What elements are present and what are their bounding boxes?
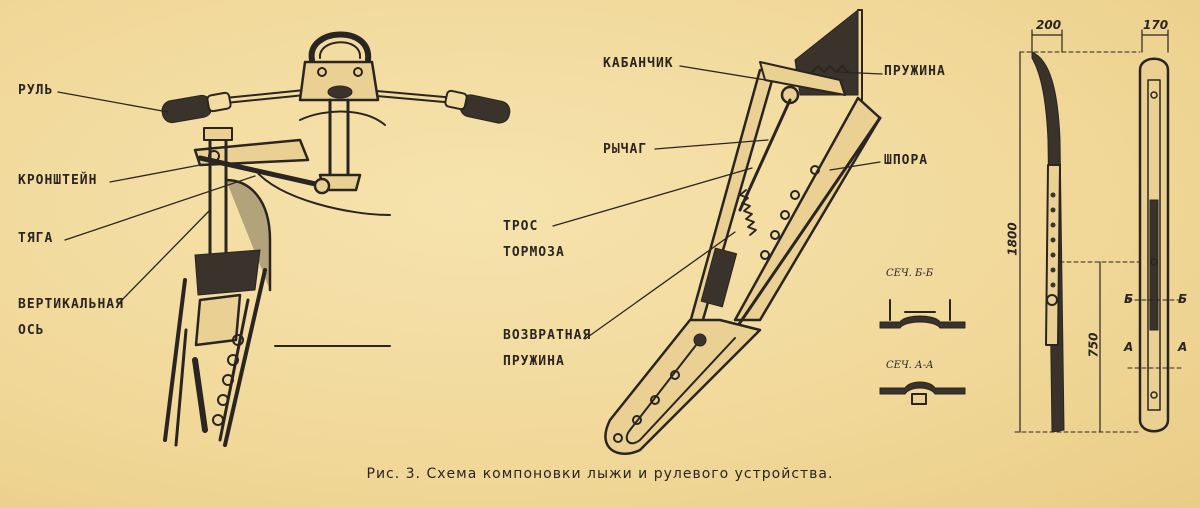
leader-lines-middle [552,65,883,340]
label-brake-cable-2: ТОРМОЗА [503,245,565,260]
label-vertical-axis-2: ОСЬ [18,323,45,338]
spring [811,65,849,73]
handlebar-clamp [298,31,380,102]
label-vertical-axis-1: ВЕРТИКАЛЬНАЯ [18,297,124,312]
label-kabanchik: КАБАНЧИК [603,56,674,71]
mark-b-right: Б [1178,292,1188,306]
ski-side-view [1031,51,1065,433]
label-rod: ТЯГА [18,231,54,246]
label-spring: ПРУЖИНА [884,64,946,79]
steering-assembly [57,31,511,447]
dimension-arrows [1019,29,1169,433]
body-outline [254,169,391,347]
label-handlebar: РУЛЬ [18,83,54,98]
return-spring [739,189,757,236]
label-spur: ШПОРА [884,153,929,168]
label-lever: РЫЧАГ [603,142,648,157]
dimension-length: 1800 [1005,222,1020,256]
label-brake-cable-1: ТРОС [503,219,539,234]
figure-caption: Рис. 3. Схема компоновки лыжи и рулевого… [366,466,834,482]
mark-a-left: А [1124,340,1134,354]
ski-top-view [1138,57,1170,433]
mark-a-right: А [1178,340,1188,354]
section-bb-label: СЕЧ. Б-Б [886,268,934,279]
vertical-axis [203,127,272,292]
dimension-lines [1014,51,1183,433]
bracket [193,138,331,195]
lever [759,61,846,96]
dimension-width-top: 170 [1143,18,1169,32]
label-return-spring-1: ВОЗВРАТНАЯ [503,328,592,343]
label-bracket: КРОНШТЕЙН [18,173,98,188]
dimension-width-side: 200 [1036,18,1062,32]
section-bb [879,299,966,329]
label-return-spring-2: ПРУЖИНА [503,354,565,369]
ski-assembly [552,9,883,455]
mark-b-left: Б [1124,292,1134,306]
ski-leg [163,249,267,447]
section-aa [879,381,966,405]
steering-stem [299,98,386,192]
leader-lines-left [57,91,256,303]
dimension-height: 750 [1086,332,1101,358]
section-aa-label: СЕЧ. А-А [886,360,934,371]
